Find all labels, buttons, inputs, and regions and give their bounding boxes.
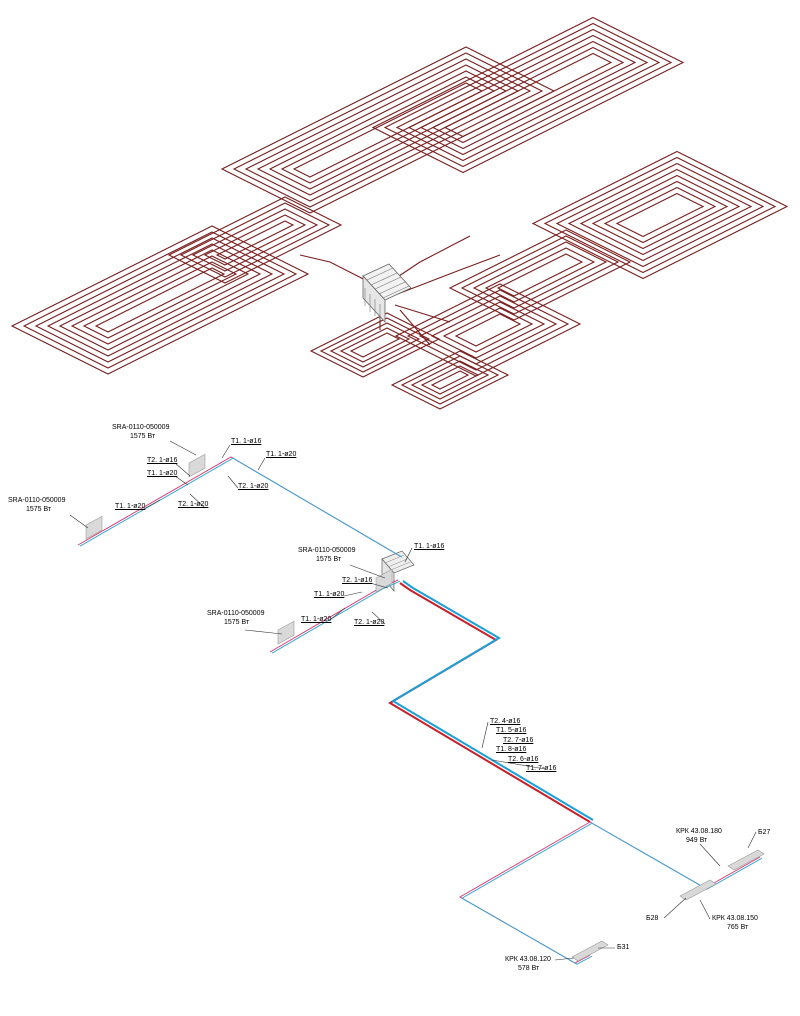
leader-line: [491, 759, 546, 770]
pipe-label-t22-20-a: T2. 1-ø20: [238, 483, 269, 490]
convector-3-power: 578 Вт: [518, 965, 540, 972]
radiator-2-model: SRA-0110-050009: [8, 497, 66, 504]
leader-line: [481, 721, 489, 749]
pipe-label-t21-16-a: T2. 1-ø16: [147, 457, 178, 464]
floor-loop-northeast: [371, 16, 685, 174]
convector-3-tag: Б31: [617, 944, 630, 951]
convector-2-tag: Б28: [646, 915, 659, 922]
convector-1-model: КРК 43.08.180: [676, 828, 722, 835]
floor-loop-west-inner: [167, 196, 343, 284]
floor-loop-south-center: [309, 312, 441, 378]
pipe-label-t11-20-b: T1. 1-ø20: [147, 470, 178, 477]
leader-line: [369, 582, 389, 589]
radiator-4-power: 1575 Вт: [224, 619, 250, 626]
floor-feed-line: [394, 304, 451, 323]
main-riser-return: [391, 580, 594, 821]
radiator-3: [375, 568, 393, 593]
pipe-network: [77, 456, 763, 965]
floor-loop-south: [390, 350, 510, 410]
leader-line: [244, 629, 283, 635]
south-branch-supply: [458, 821, 591, 964]
radiator-1-power: 1575 Вт: [130, 433, 156, 440]
leader-line: [329, 607, 346, 621]
upper-branch-return: [79, 457, 403, 558]
leader-line: [747, 831, 757, 849]
leader-line: [169, 440, 197, 456]
leader-line: [699, 899, 711, 920]
pipe-label-t11-20-a: T1. 1-ø20: [266, 451, 297, 458]
pipe-label-t11-20-c: T1. 1-ø20: [115, 503, 146, 510]
convector-1-power: 949 Вт: [686, 837, 708, 844]
radiator-2-power: 1575 Вт: [26, 506, 52, 513]
floor-loop-north: [220, 46, 556, 214]
leader-line: [699, 843, 721, 867]
radiator-4-model: SRA-0110-050009: [207, 610, 265, 617]
convector-2-power: 765 Вт: [727, 924, 749, 931]
floor-loop-center-east: [448, 229, 632, 321]
floor-loop-east: [531, 150, 789, 280]
floor-feed-line: [394, 254, 501, 296]
leader-line: [371, 611, 386, 625]
floor-heating-loops: [10, 16, 789, 410]
pipe-label-t26-16: T2. 6-ø16: [508, 756, 539, 763]
convector-1: [727, 849, 765, 871]
leader-line: [174, 475, 189, 486]
leader-line: [343, 591, 363, 597]
radiators: [85, 453, 765, 962]
convector-3-model: КРК 43.08.120: [505, 956, 551, 963]
floor-feed-line: [399, 309, 431, 346]
radiator-2: [85, 515, 103, 540]
convector-2: [679, 879, 717, 901]
leader-line: [554, 957, 575, 961]
pipe-label-t27-16: T2. 7-ø16: [503, 737, 534, 744]
main-riser-supply: [388, 582, 591, 823]
convector-1-tag: Б27: [758, 829, 771, 836]
leader-line: [227, 475, 239, 489]
radiator-3-power: 1575 Вт: [316, 556, 342, 563]
convector-3: [571, 940, 609, 962]
leader-line: [189, 493, 206, 509]
radiator-4: [277, 620, 295, 645]
radiator-1-model: SRA-0110-050009: [112, 424, 170, 431]
leader-line: [349, 564, 386, 579]
south-branch-return: [460, 822, 593, 965]
leader-line: [257, 457, 266, 471]
pipe-label-t21-20-b: T2. 1-ø20: [178, 501, 209, 508]
lower-branch-return: [271, 580, 401, 654]
leader-line: [221, 444, 231, 459]
leader-line: [141, 499, 161, 511]
pipe-label-t11-20-e: T1. 1-ø20: [301, 616, 332, 623]
floor-feed-line: [389, 235, 471, 283]
pipe-label-t15-16: T1. 5-ø16: [496, 727, 527, 734]
pipe-label-t11-20-d: T1. 1-ø20: [314, 591, 345, 598]
pipe-label-t18-16: T1. 8-ø16: [496, 746, 527, 753]
leader-line: [174, 462, 191, 477]
radiator-1: [188, 453, 206, 478]
floor-manifold: [362, 263, 412, 324]
pipe-label-t24-16: T2. 4-ø16: [490, 718, 521, 725]
east-branch-supply: [589, 821, 761, 889]
leader-lines: [69, 440, 757, 961]
east-branch-return: [591, 822, 763, 890]
pipe-label-t21-16-b: T2. 1-ø16: [342, 577, 373, 584]
pipe-label-t11-16-b: T1. 1-ø16: [414, 543, 445, 550]
floor-loop-west: [10, 225, 310, 375]
convector-2-model: КРК 43.08.150: [712, 915, 758, 922]
pipe-label-t21-20-c: T2. 1-ø20: [354, 619, 385, 626]
pipe-label-t11-16-a: T1. 1-ø16: [231, 438, 262, 445]
leader-line: [663, 897, 687, 919]
leader-line: [404, 547, 413, 563]
leader-line: [69, 514, 89, 529]
floor-loop-south-east: [394, 283, 582, 377]
pipe-label-t17-16: T1. 7-ø16: [526, 765, 557, 772]
radiator-3-model: SRA-0110-050009: [298, 547, 356, 554]
